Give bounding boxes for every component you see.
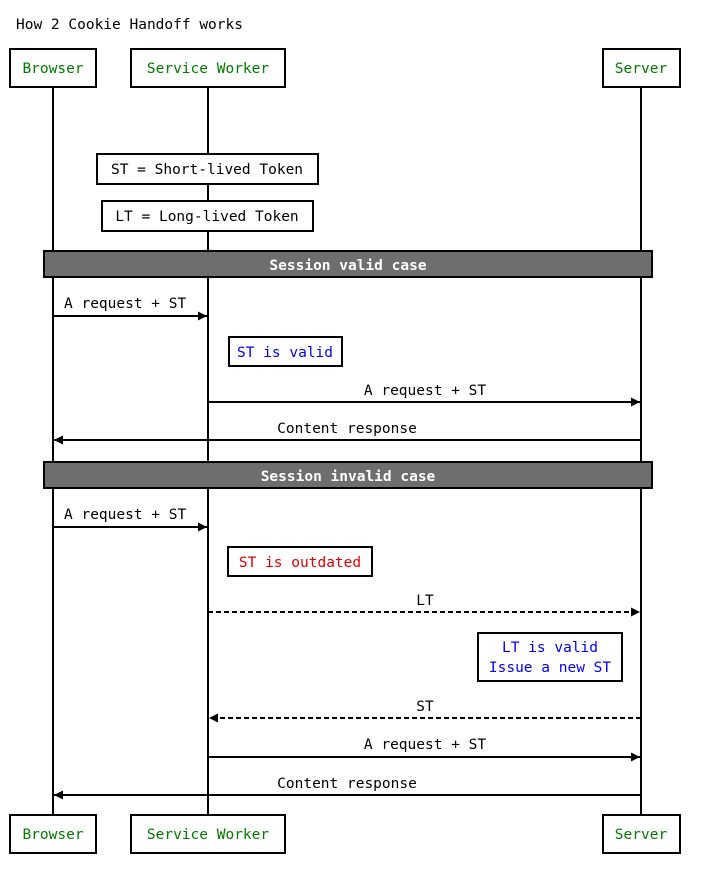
participant-label: Server [615,827,668,843]
diagram-title: How 2 Cookie Handoff works [16,17,243,33]
participant-label: Service Worker [147,827,269,843]
svg-text:A request + ST: A request + ST [364,383,486,399]
svg-text:A request + ST: A request + ST [364,737,486,753]
message-sw-to-server-2: A request + ST [208,737,640,762]
message-server-to-browser-1: Content response [54,421,641,445]
participant-service-worker-top: Service Worker [130,48,286,88]
participant-browser-bottom: Browser [9,814,97,854]
note-st-outdated: ST is outdated [227,546,373,577]
svg-text:ST is outdated: ST is outdated [239,555,361,571]
svg-text:A request + ST: A request + ST [64,507,186,523]
svg-text:ST = Short-lived Token: ST = Short-lived Token [111,162,303,178]
participant-label: Service Worker [147,61,269,77]
participant-label: Browser [22,827,83,843]
svg-text:Session invalid case: Session invalid case [261,469,436,485]
message-sw-to-server-1: A request + ST [208,383,640,407]
svg-text:Session valid case: Session valid case [269,258,426,274]
note-st-valid: ST is valid [228,336,343,367]
note-lt-valid: LT is valid Issue a new ST [477,632,623,682]
participant-label: Server [615,61,668,77]
message-browser-to-sw-1: A request + ST [53,296,207,321]
participant-label: Browser [22,61,83,77]
svg-text:LT: LT [416,593,434,609]
participant-server-bottom: Server [602,814,681,854]
svg-text:ST: ST [416,699,434,715]
section-invalid-bar: Session invalid case [43,461,653,489]
svg-text:Issue a new ST: Issue a new ST [489,660,611,676]
message-browser-to-sw-2: A request + ST [53,507,207,532]
section-valid-bar: Session valid case [43,250,653,278]
participant-service-worker-bottom: Service Worker [130,814,286,854]
participant-server-top: Server [602,48,681,88]
svg-text:Content response: Content response [277,776,417,792]
svg-text:LT is valid: LT is valid [502,640,598,656]
svg-text:ST is valid: ST is valid [237,345,333,361]
svg-text:Content response: Content response [277,421,417,437]
note-lt-definition: LT = Long-lived Token [101,200,314,232]
message-server-to-sw-st: ST [209,699,641,723]
svg-text:LT = Long-lived Token: LT = Long-lived Token [115,209,298,225]
participant-browser-top: Browser [9,48,97,88]
message-sw-to-server-lt: LT [208,593,640,617]
svg-text:A request + ST: A request + ST [64,296,186,312]
note-st-definition: ST = Short-lived Token [96,153,319,185]
message-server-to-browser-2: Content response [54,776,641,800]
